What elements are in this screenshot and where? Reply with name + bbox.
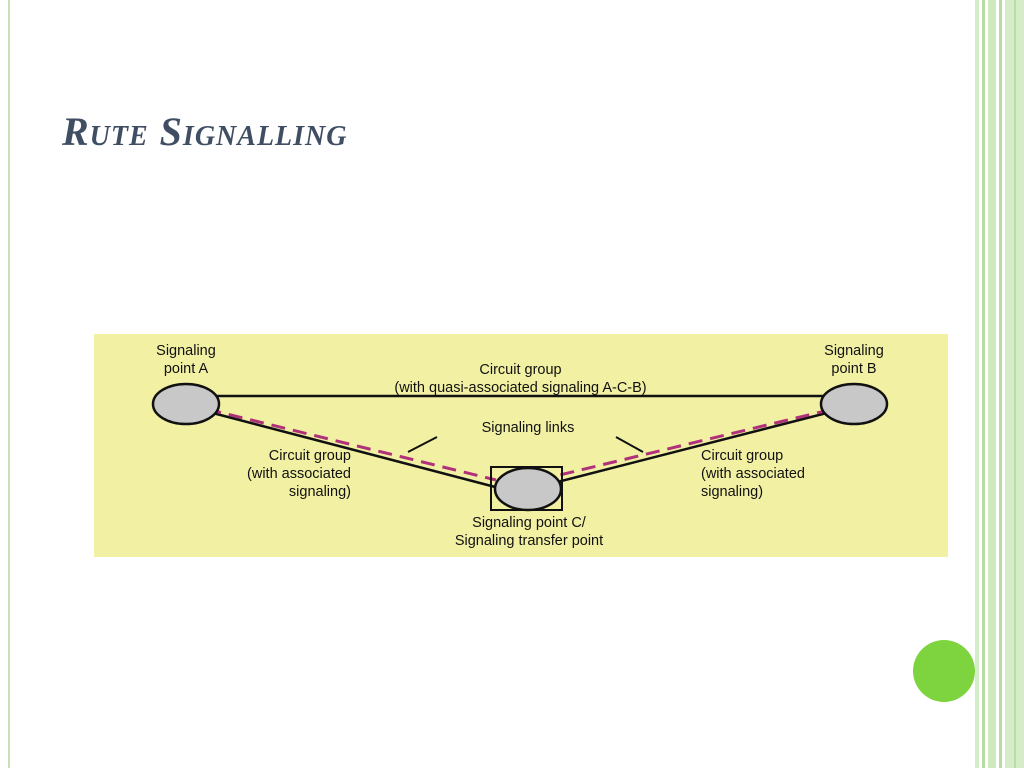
label-point-a: Signaling point A <box>156 343 216 377</box>
signaling-links-pointer-right <box>615 436 644 453</box>
signaling-diagram: Signaling point A Signaling point B Circ… <box>94 334 948 557</box>
decor-stripe <box>1014 0 1016 768</box>
label-top-circuit: Circuit group (with quasi-associated sig… <box>394 362 647 396</box>
label-point-b: Signaling point B <box>824 343 884 377</box>
label-signaling-links: Signaling links <box>481 420 575 436</box>
decor-stripe <box>982 0 985 768</box>
node-point-a <box>151 382 221 426</box>
decor-stripe <box>975 0 979 768</box>
slide-title: Rute Signalling <box>62 109 348 154</box>
decor-stripe <box>988 0 996 768</box>
signaling-link-c-b <box>538 402 855 482</box>
diagram-graphics <box>151 382 889 512</box>
circuit-line-a-c <box>185 404 500 490</box>
signaling-links-pointer-left <box>407 436 438 453</box>
label-left-circuit: Circuit group (with associated signaling… <box>247 448 351 500</box>
slide-frame-left <box>8 0 10 768</box>
node-point-c <box>493 466 563 512</box>
label-right-circuit: Circuit group (with associated signaling… <box>701 448 805 500</box>
accent-circle <box>913 640 975 702</box>
circuit-line-c-b <box>533 404 855 490</box>
label-point-c: Signaling point C/ Signaling transfer po… <box>454 515 604 549</box>
signaling-link-a-c <box>185 402 497 482</box>
node-point-b <box>819 382 889 426</box>
decor-stripe <box>999 0 1002 768</box>
